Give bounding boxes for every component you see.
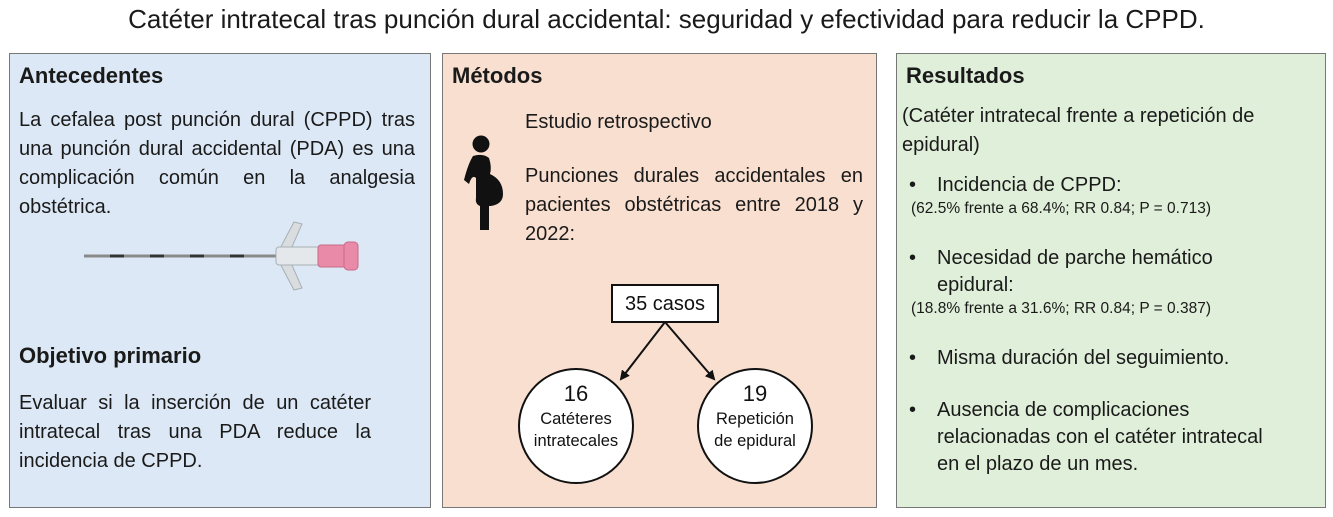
bullet-dot: • <box>909 247 917 269</box>
objetivo-heading: Objetivo primario <box>19 343 202 368</box>
bullet-dot: • <box>909 399 917 421</box>
group2-circle <box>697 368 813 484</box>
study-type-text: Estudio retrospectivo <box>525 111 712 133</box>
resultados-heading: Resultados <box>906 63 1025 88</box>
antecedentes-heading: Antecedentes <box>19 63 164 88</box>
punciones-text: Punciones durales accidentales en pacien… <box>525 165 863 245</box>
group2-label-line1: Repetición <box>716 410 794 428</box>
antecedentes-text: La cefalea post punción dural (CPPD) tra… <box>19 109 415 218</box>
objetivo-text: Evaluar si la inserción de un catéter in… <box>19 392 371 472</box>
parche-stat: (18.8% frente a 31.6%; RR 0.84; P = 0.38… <box>911 300 1211 317</box>
group2-label-line2: de epidural <box>714 432 796 450</box>
metodos-heading: Métodos <box>452 63 543 88</box>
bullet-dot: • <box>909 174 917 196</box>
comparison-text: (Catéter intratecal frente a repetición … <box>902 105 1255 156</box>
bullet-text: Ausencia de complicaciones <box>937 399 1190 421</box>
group1-label-line1: Catéteres <box>540 410 612 428</box>
bullet-text-line2: epidural: <box>937 274 1014 296</box>
arrow-to-group1 <box>619 321 666 381</box>
metodos-panel: Métodos Estudio retrospectivo Punciones … <box>442 53 877 508</box>
bullet-text-line2: relacionadas con el catéter intratecal <box>937 426 1263 448</box>
page-title: Catéter intratecal tras punción dural ac… <box>128 4 1205 34</box>
bullet-text: Incidencia de CPPD: <box>937 174 1122 196</box>
group1-circle <box>518 368 634 484</box>
cases-flow-diagram: 35 casos 16 Catéteres intratecales 19 Re… <box>518 284 813 484</box>
spinal-needle-image <box>84 221 359 291</box>
bullet-text: Necesidad de parche hemático <box>937 247 1213 269</box>
antecedentes-panel: Antecedentes La cefalea post punción dur… <box>9 53 431 508</box>
total-cases-label: 35 casos <box>625 293 705 315</box>
group1-count: 16 <box>564 381 588 406</box>
group2-count: 19 <box>743 381 767 406</box>
arrow-to-group2 <box>664 321 716 381</box>
bullet-text: Misma duración del seguimiento. <box>937 347 1230 369</box>
incidence-stat: (62.5% frente a 68.4%; RR 0.84; P = 0.71… <box>911 200 1211 217</box>
resultados-panel: Resultados (Catéter intratecal frente a … <box>896 53 1326 508</box>
bullet-dot: • <box>909 347 917 369</box>
bullet-text-line3: en el plazo de un mes. <box>937 453 1139 475</box>
pregnant-woman-icon <box>464 135 503 230</box>
group1-label-line2: intratecales <box>534 432 618 450</box>
